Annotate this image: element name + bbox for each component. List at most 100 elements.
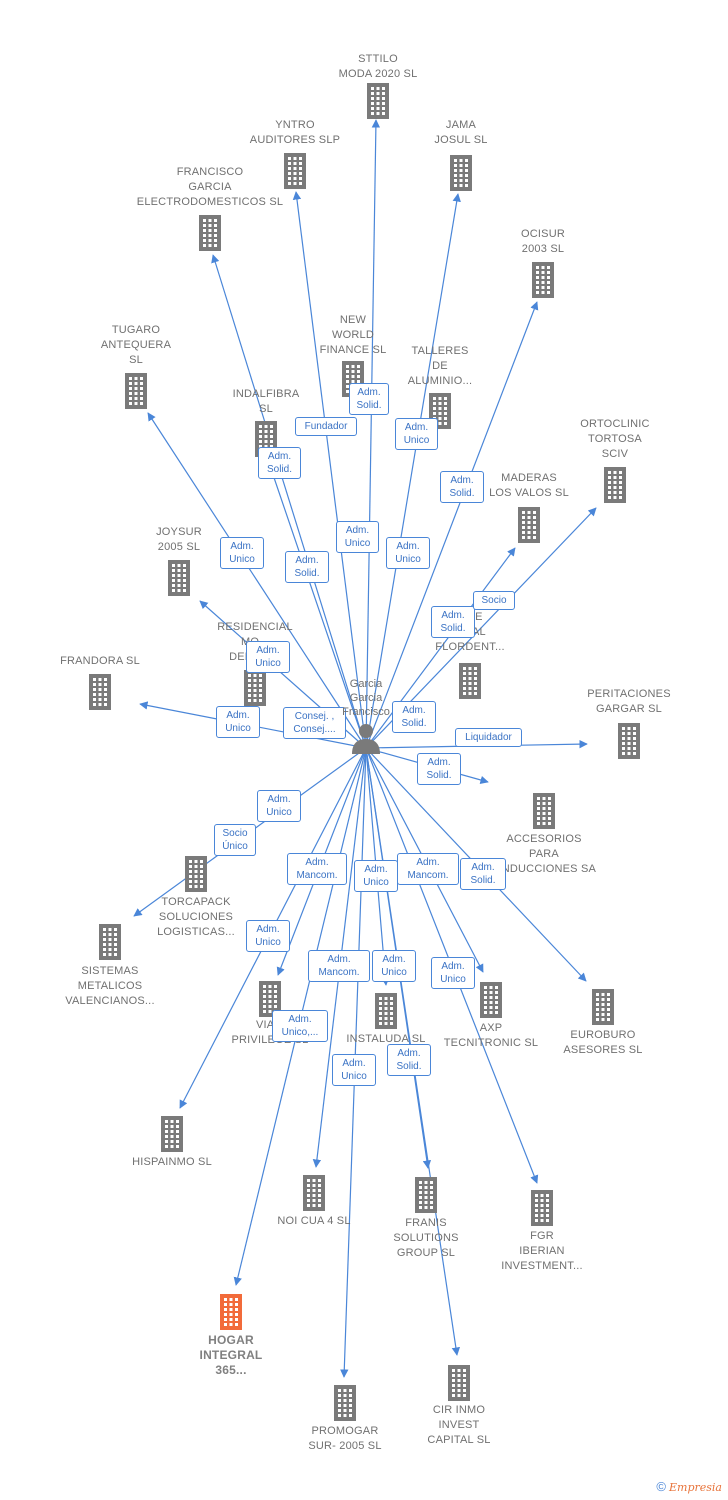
- company-icon-torcapack[interactable]: [116, 854, 276, 892]
- company-icon-francisco[interactable]: [130, 213, 290, 251]
- relation-badge-r9[interactable]: Adm.Unico: [386, 537, 430, 569]
- company-icon-promogar[interactable]: [265, 1383, 425, 1421]
- relation-badge-r1[interactable]: Adm.Solid.: [349, 383, 389, 415]
- brand-footer: © Empresia: [656, 1479, 722, 1494]
- company-icon-cirinmo[interactable]: [379, 1363, 539, 1401]
- relation-badge-r24[interactable]: Adm.Unico: [246, 920, 290, 952]
- relation-badge-r23[interactable]: Adm.Solid.: [460, 858, 506, 890]
- relation-badge-r25[interactable]: Adm.Mancom.: [308, 950, 370, 982]
- company-icon-euroburo[interactable]: [523, 987, 683, 1025]
- relation-badge-r28[interactable]: Adm.Unico,...: [272, 1010, 328, 1042]
- relation-badge-r6[interactable]: Adm.Unico: [336, 521, 379, 553]
- relation-badge-r17[interactable]: Adm.Solid.: [417, 753, 461, 785]
- company-icon-sttilo[interactable]: [298, 81, 458, 119]
- company-icon-tugaro[interactable]: [56, 371, 216, 409]
- company-name-line: SL: [259, 403, 273, 415]
- company-icon-hogar[interactable]: [151, 1292, 311, 1330]
- company-name-line: PERITACIONES: [587, 688, 671, 700]
- building-icon: [328, 1383, 362, 1421]
- relation-badge-r15[interactable]: Adm.Solid.: [392, 701, 436, 733]
- company-icon-maderas[interactable]: [449, 505, 609, 543]
- company-icon-hispainmo[interactable]: [92, 1114, 252, 1152]
- company-icon-joysur[interactable]: [99, 558, 259, 596]
- company-name-line: JOSUL SL: [434, 134, 488, 146]
- relation-badge-r18[interactable]: Adm.Unico: [257, 790, 301, 822]
- relation-badge-r27[interactable]: Adm.Unico: [431, 957, 475, 989]
- company-label-instaluda[interactable]: INSTALUDA SL: [306, 1032, 466, 1047]
- relation-badge-r30[interactable]: Adm.Solid.: [387, 1044, 431, 1076]
- company-icon-ocisur[interactable]: [463, 260, 623, 298]
- relation-badge-r8[interactable]: Adm.Solid.: [285, 551, 329, 583]
- company-icon-jama[interactable]: [381, 153, 541, 191]
- person-node[interactable]: Garcia Garcia Francisco: [330, 677, 402, 760]
- relation-badge-r7[interactable]: Adm.Unico: [220, 537, 264, 569]
- relation-badge-r26[interactable]: Adm.Unico: [372, 950, 416, 982]
- company-icon-axp[interactable]: [411, 980, 571, 1018]
- relation-badge-r29[interactable]: Adm.Unico: [332, 1054, 376, 1086]
- company-label-frandora[interactable]: FRANDORA SL: [20, 654, 180, 669]
- company-icon-instaluda[interactable]: [306, 991, 466, 1029]
- company-icon-ortoclinic[interactable]: [535, 465, 695, 503]
- company-icon-franis[interactable]: [346, 1175, 506, 1213]
- relation-badge-r14[interactable]: Consej. ,Consej....: [283, 707, 346, 739]
- company-icon-flordent[interactable]: [390, 661, 550, 699]
- company-icon-residencial[interactable]: [175, 668, 335, 706]
- relation-badge-r10[interactable]: Adm.Solid.: [431, 606, 475, 638]
- company-icon-frandora[interactable]: [20, 672, 180, 710]
- edge-ocisur: [365, 301, 539, 749]
- relation-badge-r22[interactable]: Adm.Mancom.: [397, 853, 459, 885]
- relation-badge-r21[interactable]: Adm.Unico: [354, 860, 398, 892]
- company-icon-peritaciones[interactable]: [549, 721, 709, 759]
- company-icon-via[interactable]: [190, 979, 350, 1017]
- relation-badge-r3[interactable]: Adm.Unico: [395, 418, 438, 450]
- relation-badge-r13[interactable]: Adm.Unico: [216, 706, 260, 738]
- company-name-line: JOYSUR: [156, 526, 202, 538]
- relation-badge-r4[interactable]: Adm.Solid.: [258, 447, 301, 479]
- relation-badge-r11[interactable]: Socio: [473, 591, 515, 610]
- company-name-line: ASESORES SL: [563, 1044, 643, 1056]
- relation-text: Solid.: [266, 464, 292, 475]
- relation-badge-r12[interactable]: Adm.Unico: [246, 641, 290, 673]
- company-name-line: INVESTMENT...: [501, 1260, 583, 1272]
- company-icon-noicua[interactable]: [234, 1173, 394, 1211]
- company-icon-accesorios[interactable]: [464, 791, 624, 829]
- relation-badge-r2[interactable]: Fundador: [295, 417, 357, 436]
- company-icon-sistemas[interactable]: [30, 922, 190, 960]
- company-icon-fgr[interactable]: [462, 1188, 622, 1226]
- relation-text: Solid.: [426, 770, 452, 781]
- relation-badge-r5[interactable]: Adm.Solid.: [440, 471, 484, 503]
- relation-badge-r20[interactable]: Adm.Mancom.: [287, 853, 347, 885]
- company-label-hispainmo[interactable]: HISPAINMO SL: [92, 1155, 252, 1170]
- company-icon-yntro[interactable]: [215, 151, 375, 189]
- company-label-noicua[interactable]: NOI CUA 4 SL: [234, 1214, 394, 1229]
- relation-badge-r16[interactable]: Liquidador: [455, 728, 522, 747]
- company-name-line: PARA: [529, 848, 559, 860]
